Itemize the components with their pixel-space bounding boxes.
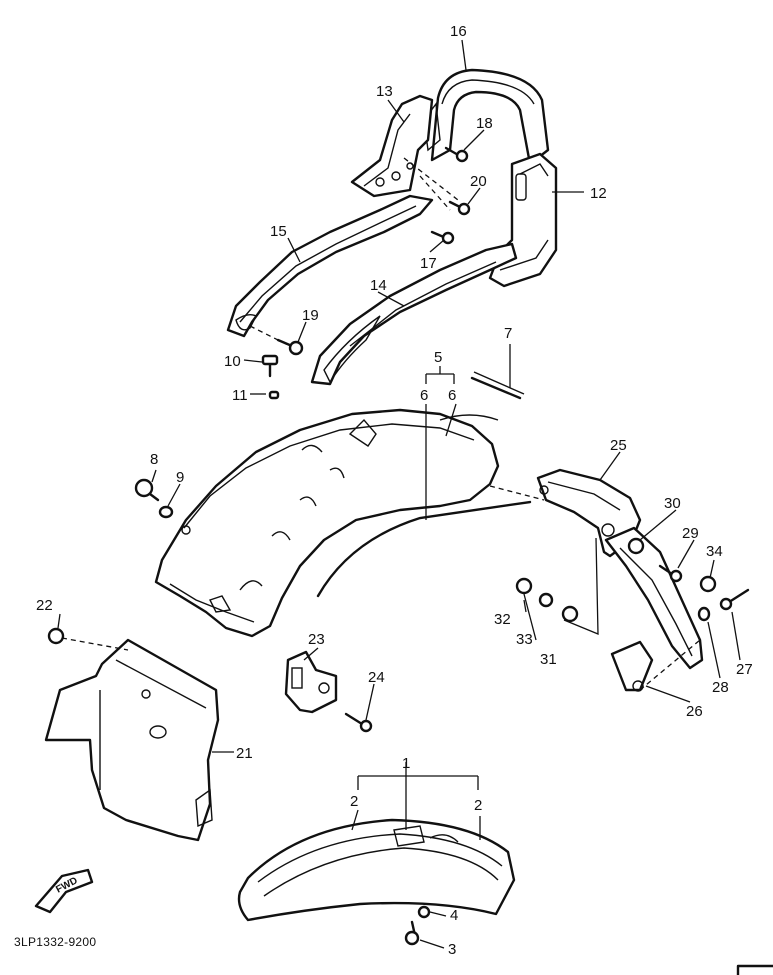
bolt-10 [261, 354, 279, 378]
callout-30: 30 [664, 495, 681, 512]
bolt-17 [430, 230, 455, 245]
callout-34: 34 [706, 543, 723, 560]
assembly-line [639, 639, 701, 691]
callout-33: 33 [516, 631, 533, 648]
callout-15: 15 [270, 223, 287, 240]
callout-32: 32 [494, 611, 511, 628]
callout-3: 3 [448, 941, 456, 958]
callout-1: 1 [402, 755, 410, 772]
edge-strip-part [470, 376, 522, 400]
callout-11: 11 [232, 387, 248, 404]
frame-corner [736, 964, 773, 975]
callout-17: 17 [420, 255, 437, 272]
bolt-4 [417, 905, 431, 919]
fwd-arrow-icon: FWD [34, 868, 94, 914]
callout-21: 21 [236, 745, 253, 762]
grab-bar-part [423, 68, 550, 166]
callout-8: 8 [150, 451, 158, 468]
callout-10: 10 [224, 353, 241, 370]
assembly-line [419, 175, 451, 211]
callout-24: 24 [368, 669, 385, 686]
bolt-3 [404, 920, 420, 946]
callout-18: 18 [476, 115, 493, 132]
bolt-20 [448, 200, 471, 216]
callout-25: 25 [610, 437, 627, 454]
callout-29: 29 [682, 525, 699, 542]
callout-26: 26 [686, 703, 703, 720]
callout-19: 19 [302, 307, 319, 324]
washer-9 [158, 505, 174, 519]
callout-22: 22 [36, 597, 53, 614]
washer-11 [268, 390, 280, 400]
callout-28: 28 [712, 679, 729, 696]
callout-12: 12 [590, 185, 607, 202]
assembly-line [61, 637, 129, 651]
callout-6: 6 [420, 387, 428, 404]
washer-28 [697, 606, 711, 622]
fender-strip-part [316, 500, 532, 598]
reflector-26 [610, 640, 654, 692]
assembly-line [249, 325, 291, 347]
bracket-23-part [284, 650, 338, 714]
screw-24 [344, 712, 373, 733]
rear-fender-part [154, 408, 500, 638]
bolt-29 [658, 564, 683, 583]
callout-13: 13 [376, 83, 393, 100]
callout-31: 31 [540, 651, 557, 668]
assembly-line [403, 157, 459, 201]
nut-32 [515, 577, 533, 595]
nut-31 [561, 605, 579, 623]
callout-7: 7 [504, 325, 512, 342]
right-rail-part [310, 242, 518, 386]
left-rail-part [226, 194, 434, 338]
callout-23: 23 [308, 631, 325, 648]
callout-16: 16 [450, 23, 467, 40]
edge-strip-part [439, 414, 499, 421]
callout-2: 2 [350, 793, 358, 810]
nut-34 [699, 575, 717, 593]
leader-lines [57, 39, 741, 949]
callout-4: 4 [450, 907, 458, 924]
edge-strip-part [473, 371, 525, 395]
diagram-code: 3LP1332-9200 [14, 935, 96, 949]
callout-6: 6 [448, 387, 456, 404]
callout-9: 9 [176, 469, 184, 486]
left-bracket-part [350, 94, 434, 198]
callout-5: 5 [434, 349, 442, 366]
callout-2: 2 [474, 797, 482, 814]
washer-33 [538, 592, 554, 608]
front-fender-part [237, 818, 516, 922]
bolt-27 [719, 588, 750, 611]
callout-14: 14 [370, 277, 387, 294]
bolt-30 [627, 537, 645, 555]
bolt-18 [444, 146, 469, 163]
callout-20: 20 [470, 173, 487, 190]
bolt-22 [47, 627, 65, 645]
assembly-line [489, 485, 545, 501]
callout-27: 27 [736, 661, 753, 678]
rear-stay-part [604, 526, 704, 670]
bolt-8 [134, 478, 160, 502]
inner-fender-part [44, 638, 220, 842]
callout-labels: 1 2 2 3 4 5 6 6 7 8 9 10 11 12 13 14 15 … [36, 23, 753, 958]
